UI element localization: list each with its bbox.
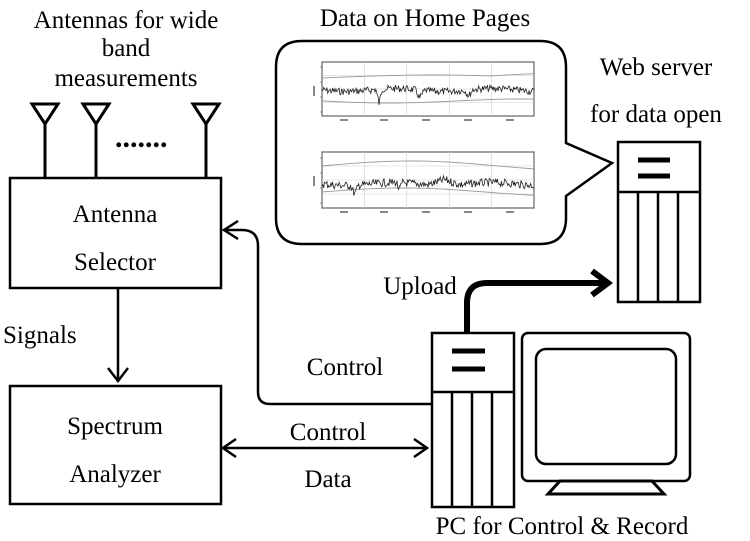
spectrum-analyzer-box xyxy=(8,384,223,506)
web-server-label-line1: Web server xyxy=(600,54,713,81)
antenna-selector-label-line1: Antenna xyxy=(73,201,158,228)
monitor-icon xyxy=(520,331,692,496)
antennas-label-line1: Antennas for wide xyxy=(34,7,219,34)
home-pages-title: Data on Home Pages xyxy=(320,5,530,32)
antennas-label-line3: measurements xyxy=(54,65,197,92)
upload-arrow xyxy=(464,268,613,333)
antenna-selector-box xyxy=(8,176,223,290)
control-data-arrow xyxy=(220,437,430,459)
spectrum-analyzer-label-line2: Analyzer xyxy=(69,461,161,488)
web-server-label-line2: for data open xyxy=(590,101,722,128)
signals-arrow xyxy=(107,288,129,384)
antenna-icon xyxy=(29,102,61,178)
spectrum-plot-2 xyxy=(313,151,535,213)
control-label-upper: Control xyxy=(307,354,383,381)
antennas-label-line2: band xyxy=(102,35,151,62)
signals-label: Signals xyxy=(3,322,77,349)
pc-tower xyxy=(430,331,516,509)
antenna-selector-label-line2: Selector xyxy=(74,249,157,276)
control-label-lower: Control xyxy=(290,419,366,446)
web-server-icon xyxy=(616,140,702,304)
data-label: Data xyxy=(304,466,351,493)
upload-label: Upload xyxy=(383,273,457,300)
antenna-array xyxy=(29,102,222,178)
spectrum-analyzer-label-line1: Spectrum xyxy=(67,413,163,440)
spectrum-plot-1 xyxy=(313,61,535,121)
antenna-icon xyxy=(80,102,112,178)
antenna-ellipsis: ....... xyxy=(115,121,168,154)
antenna-icon xyxy=(190,102,222,178)
pc-caption: PC for Control & Record xyxy=(436,513,689,540)
control-arrow-to-selector xyxy=(221,219,432,406)
